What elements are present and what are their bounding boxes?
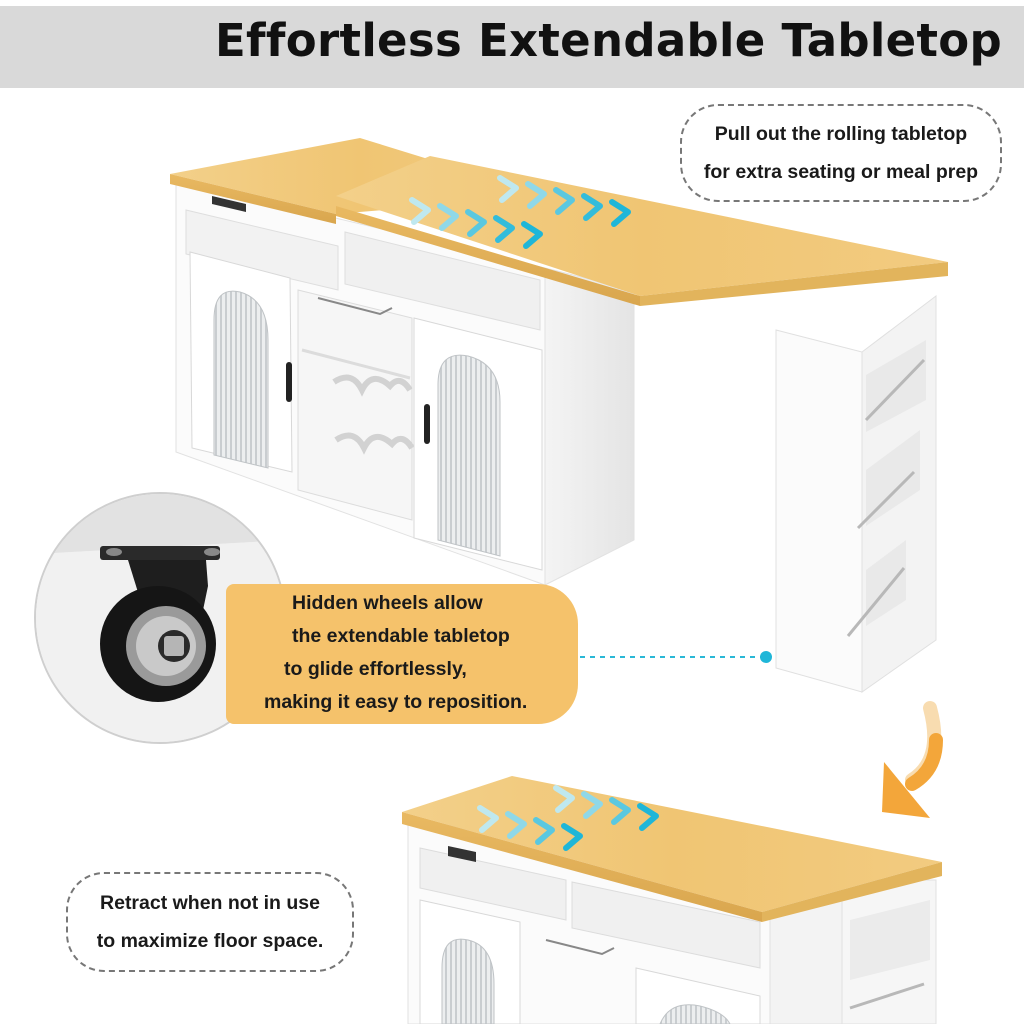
retract-note-line1: Retract when not in use [100,892,320,914]
callout-line3: to glide effortlessly, [284,658,467,680]
retract-note: Retract when not in use to maximize floo… [66,872,354,972]
pull-out-note-line1: Pull out the rolling tabletop [714,123,968,145]
chevron-right-icon [409,175,631,249]
pull-out-note: Pull out the rolling tabletop for extra … [680,104,1002,202]
page-title: Effortless Extendable Tabletop [215,14,1002,67]
callout-line2: the extendable tabletop [292,625,510,647]
curved-down-arrow-icon [882,701,943,818]
pull-out-note-line2: for extra seating or meal prep [703,161,979,183]
callout-line1: Hidden wheels allow [292,592,483,614]
callout-line4: making it easy to reposition. [264,691,528,713]
header-band [0,6,1024,88]
hidden-wheels-callout: Hidden wheels allow the extendable table… [226,584,578,724]
retract-note-line2: to maximize floor space. [96,930,324,952]
